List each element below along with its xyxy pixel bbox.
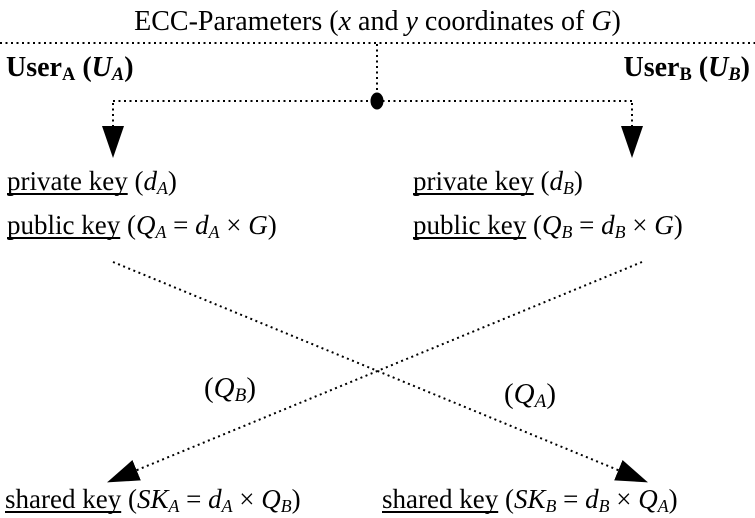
exchange-qa-label: (QA) xyxy=(504,378,556,413)
user-a-label: UserA (UA) xyxy=(6,52,134,85)
user-b-public-key-text: public key (QB = dB × G) xyxy=(413,210,683,242)
diagram-title: ECC-Parameters (x and y coordinates of G… xyxy=(134,6,621,37)
user-b-private-key-text: private key (dB) xyxy=(413,166,583,198)
user-a-private-key-text: private key (dA) xyxy=(7,166,177,198)
junction-dot xyxy=(370,92,384,110)
exchange-line-qb xyxy=(107,261,643,483)
user-b-shared-key-text: shared key (SKB = dB × QA) xyxy=(382,484,678,516)
exchange-line-qa xyxy=(112,261,648,483)
exchange-qb-label: (QB) xyxy=(204,372,256,407)
user-a-shared-key-text: shared key (SKA = dA × QB) xyxy=(5,484,301,516)
user-b-label: UserB (UB) xyxy=(623,52,750,85)
user-a-public-key-text: public key (QA = dA × G) xyxy=(7,210,277,242)
